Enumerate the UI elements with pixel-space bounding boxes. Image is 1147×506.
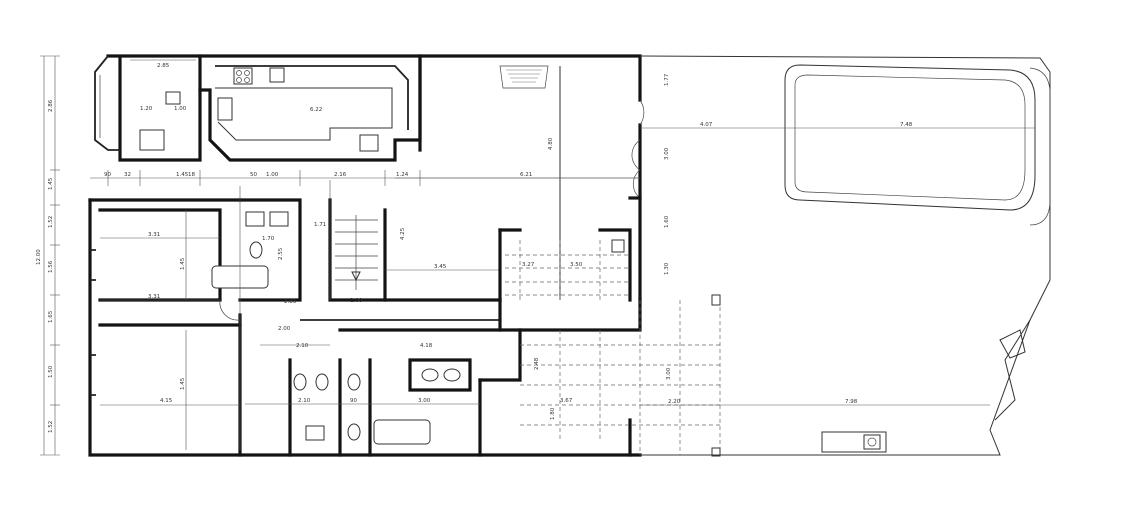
left-dimension-strip: 12.00 2.86 1.45 1.52 1.56 1.65 1.50 1.52 [36, 55, 60, 456]
dim-din-2: 3.50 [570, 262, 583, 268]
mid-dimension-row: 90 32 1.45 18 50 1.00 2.16 1.24 [90, 170, 640, 450]
toilet-icon [347, 373, 361, 391]
dim-garden-5: 1.60 [664, 215, 670, 228]
center-hall: 3.45 4.25 3.27 3.50 2.48 3.67 3.00 1.80 [383, 227, 721, 457]
pool-outline [784, 64, 1036, 211]
stove-icon [233, 67, 253, 85]
dim-entry-2: 1.00 [174, 106, 187, 112]
toilet-icon [293, 373, 307, 391]
toilet-icon [347, 423, 361, 441]
dim-bed1-height: 1.45 [180, 257, 186, 270]
dim-left-4: 1.56 [48, 260, 54, 273]
dim-left-total: 12.00 [36, 249, 42, 265]
dim-living-width: 6.21 [520, 172, 532, 178]
dim-corr-1: 2.00 [278, 326, 291, 332]
dim-mid-8: 1.24 [396, 172, 409, 178]
dim-bath-1: 1.70 [262, 236, 275, 242]
dim-lower-2: 90 [350, 398, 357, 404]
sink-icon [245, 211, 265, 227]
dim-bed3-width: 4.15 [160, 398, 173, 404]
dim-garden-3: 2.20 [668, 399, 681, 405]
terrace-lower [520, 300, 721, 455]
dim-left-1: 2.86 [48, 99, 54, 112]
dim-living-height: 4.80 [548, 137, 554, 150]
toilet-icon [315, 373, 329, 391]
kitchen-block: 6.22 [198, 54, 422, 162]
dim-stair-1: 1.71 [314, 222, 326, 228]
dim-mid-5: 50 [250, 172, 257, 178]
terrace-upper [505, 240, 630, 300]
dim-hall-2: 4.25 [400, 227, 406, 240]
dim-perg-2: 3.67 [560, 398, 573, 404]
dim-corr-2: 2.10 [296, 343, 309, 349]
bedrooms-block: 3.31 1.45 3.31 1.45 4.15 [88, 198, 642, 457]
garden: 4.07 7.48 2.20 7.98 1.60 1.30 1.77 3.00 [639, 55, 1051, 456]
toilet-icon [249, 241, 263, 259]
dim-garden-2: 7.48 [900, 122, 913, 128]
dim-hall-1: 3.45 [434, 264, 447, 270]
sink-icon [269, 211, 289, 227]
dim-perg-4: 1.80 [550, 407, 556, 420]
dim-perg-3: 3.00 [666, 367, 672, 380]
dim-mid-2: 32 [124, 172, 131, 178]
dim-bed2-height: 1.45 [180, 377, 186, 390]
dim-mid-7: 2.16 [334, 172, 347, 178]
dim-left-6: 1.50 [48, 365, 54, 378]
dim-lower-1: 2.10 [298, 398, 311, 404]
bath-core: 1.70 2.55 2.86 1.71 1.00 2.00 2.10 4.18 [211, 198, 502, 457]
sink-icon [305, 425, 325, 441]
dim-lower-3: 3.00 [418, 398, 431, 404]
garden-sink-icon [863, 434, 881, 450]
dim-mid-6: 1.00 [266, 172, 279, 178]
sink-icon [217, 97, 233, 121]
dim-kitchen-width: 6.22 [310, 107, 322, 113]
dim-top-entry: 2.85 [157, 63, 170, 69]
entry-block: 2.85 1.20 1.00 [94, 54, 202, 162]
dim-left-5: 1.65 [48, 310, 54, 323]
dim-left-2: 1.45 [48, 177, 54, 190]
dim-left-7: 1.52 [48, 421, 54, 433]
dim-garden-8: 3.00 [664, 147, 670, 160]
stairs-icon [335, 215, 378, 290]
dim-garden-4: 7.98 [845, 399, 858, 405]
dim-garden-6: 1.30 [664, 262, 670, 275]
dim-garden-7: 1.77 [664, 73, 670, 86]
sink-icon [443, 368, 461, 382]
dim-mid-3: 1.45 [176, 172, 189, 178]
dim-corr-3: 4.18 [420, 343, 433, 349]
dim-din-1: 3.27 [522, 262, 535, 268]
dim-stair-2: 1.00 [350, 298, 363, 304]
dim-bed2-width: 3.31 [148, 294, 160, 300]
sink-icon [421, 368, 439, 382]
dim-perg-1: 2.48 [534, 357, 540, 370]
dim-bath-2: 2.55 [278, 247, 284, 260]
dim-bed1-width: 3.31 [148, 232, 160, 238]
dim-entry-1: 1.20 [140, 106, 153, 112]
dim-left-3: 1.52 [48, 216, 54, 228]
fireplace-icon [506, 69, 542, 83]
dim-bath-3: 2.86 [284, 299, 297, 305]
dim-garden-1: 4.07 [700, 122, 713, 128]
dim-mid-4: 18 [188, 172, 195, 178]
bathtub-icon [373, 419, 431, 445]
